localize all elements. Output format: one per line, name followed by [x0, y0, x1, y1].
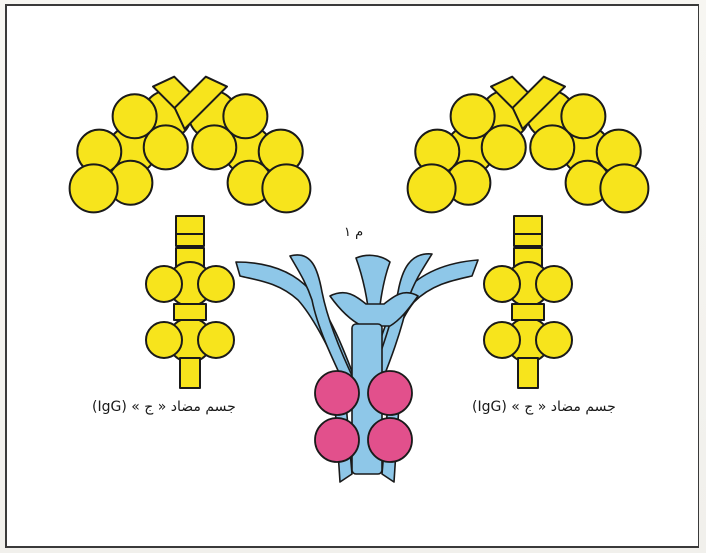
- sphere-bottom-right: [368, 418, 412, 462]
- right-antibody: [384, 61, 673, 388]
- right-antibody-label: جسم مضاد « ج » (IgG): [472, 399, 616, 415]
- left-antibody: [46, 61, 335, 388]
- sphere-bottom-left: [315, 418, 359, 462]
- left-antibody-label: جسم مضاد « ج » (IgG): [92, 399, 236, 415]
- sphere-top-left: [315, 371, 359, 415]
- center-molecule-label: م ۱: [344, 225, 363, 240]
- sphere-top-right: [368, 371, 412, 415]
